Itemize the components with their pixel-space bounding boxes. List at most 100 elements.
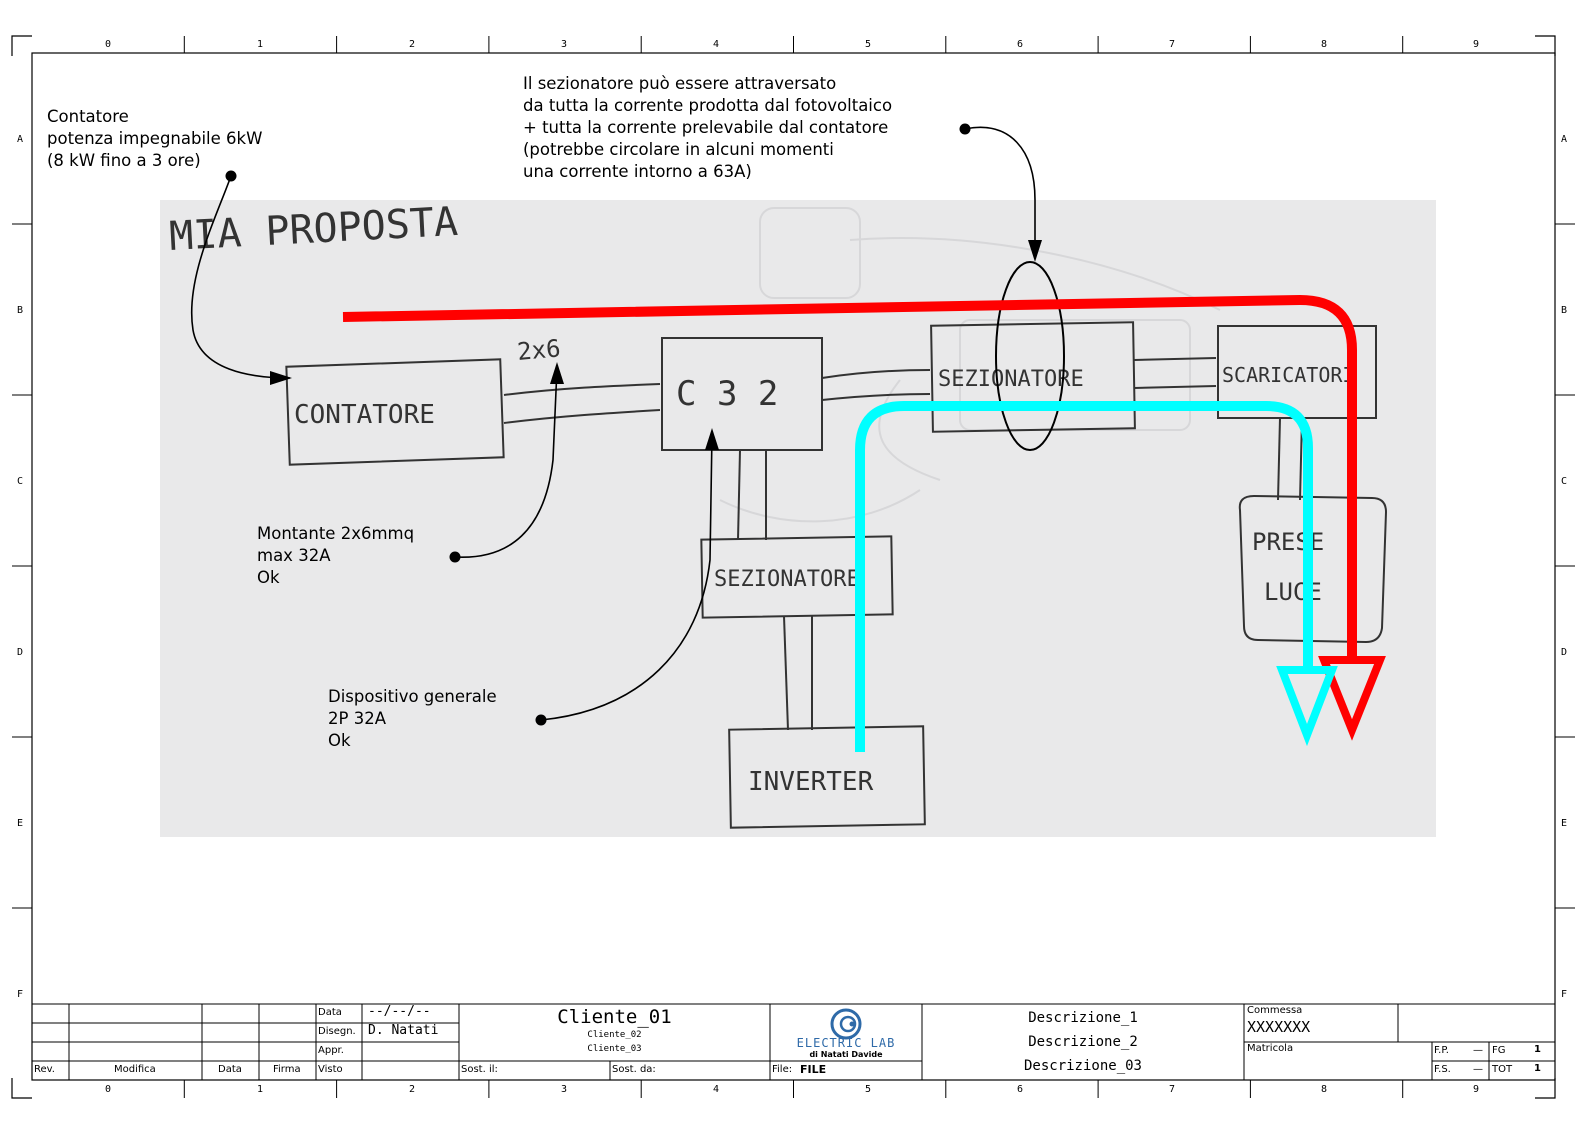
fg-value: 1 [1534, 1044, 1541, 1055]
note-line: + tutta la corrente prelevabile dal cont… [523, 118, 889, 137]
firma-header: Firma [273, 1064, 301, 1075]
c32-block [661, 337, 823, 451]
fs-value: — [1473, 1064, 1483, 1075]
red-flow-arrow-icon [1318, 656, 1386, 741]
c32-label: C 3 2 [676, 374, 778, 414]
row-label: D [17, 647, 24, 658]
note-line: max 32A [257, 546, 331, 565]
file-label: File: [772, 1064, 793, 1075]
row-label: F [1561, 989, 1568, 1000]
file-value: FILE [800, 1063, 827, 1076]
note-line: Dispositivo generale [328, 687, 497, 706]
note-line: una corrente intorno a 63A) [523, 162, 752, 181]
row-label: C [17, 476, 24, 487]
sketch-photo: MIA PROPOSTA CONTATORE 2x6 C 3 2 SEZIONA… [160, 200, 1436, 837]
logo-text: ELECTRIC LAB [797, 1036, 896, 1050]
fs-label: F.S. [1434, 1064, 1451, 1075]
note-line: Ok [257, 568, 280, 587]
row-label: C [1561, 476, 1568, 487]
sezionatore-highlight-ellipse [995, 261, 1065, 451]
note-line: Contatore [47, 107, 129, 126]
note-line: (8 kW fino a 3 ore) [47, 151, 201, 170]
row-label: A [1561, 134, 1568, 145]
tot-value: 1 [1534, 1063, 1541, 1074]
commessa-label: Commessa [1247, 1005, 1303, 1016]
client-3: Cliente_03 [587, 1044, 642, 1054]
data-header: Data [218, 1064, 242, 1075]
data-label: Data [318, 1007, 342, 1018]
descrizione-1: Descrizione_1 [1028, 1010, 1138, 1026]
row-label: E [1561, 818, 1568, 829]
data-value: --/--/-- [368, 1004, 431, 1019]
col-label: 5 [865, 39, 872, 50]
sezionatore-bottom-label: SEZIONATORE [714, 567, 860, 592]
note-line: (potrebbe circolare in alcuni momenti [523, 140, 834, 159]
col-label: 0 [105, 1084, 112, 1095]
col-label: 5 [865, 1084, 872, 1095]
note-line: da tutta la corrente prodotta dal fotovo… [523, 96, 893, 115]
col-label: 1 [257, 1084, 264, 1095]
col-label: 7 [1169, 39, 1176, 50]
sost-il-label: Sost. il: [461, 1064, 498, 1075]
luce-label: LUCE [1264, 578, 1322, 606]
rev-header: Rev. [34, 1064, 55, 1075]
dispositivo-note: Dispositivo generale 2P 32A Ok [328, 686, 497, 752]
client-main: Cliente_01 [557, 1006, 672, 1028]
col-label: 9 [1473, 1084, 1480, 1095]
col-label: 2 [409, 39, 416, 50]
col-label: 3 [561, 1084, 568, 1095]
montante-note: Montante 2x6mmq max 32A Ok [257, 523, 414, 589]
col-label: 9 [1473, 39, 1480, 50]
inverter-label: INVERTER [748, 767, 874, 797]
red-flow-line [342, 294, 1357, 658]
matricola-label: Matricola [1247, 1043, 1294, 1054]
col-label: 7 [1169, 1084, 1176, 1095]
col-label: 3 [561, 39, 568, 50]
fp-label: F.P. [1434, 1045, 1449, 1056]
fp-value: — [1473, 1045, 1483, 1056]
fg-label: FG [1492, 1045, 1506, 1056]
appr-label: Appr. [318, 1045, 344, 1056]
scaricatori-label: SCARICATORI [1222, 363, 1354, 387]
note-line: Ok [328, 731, 351, 750]
sezionatore-top-block [930, 321, 1136, 433]
col-label: 1 [257, 39, 264, 50]
descrizione-2: Descrizione_2 [1028, 1034, 1138, 1050]
row-label: A [17, 134, 24, 145]
col-label: 8 [1321, 1084, 1328, 1095]
sezionatore-note: Il sezionatore può essere attraversato d… [523, 73, 892, 183]
prese-luce-block [1238, 494, 1388, 644]
col-label: 6 [1017, 39, 1024, 50]
client-2: Cliente_02 [587, 1030, 642, 1040]
visto-label: Visto [318, 1064, 343, 1075]
col-label: 4 [713, 1084, 720, 1095]
row-label: B [1561, 305, 1568, 316]
contatore-note: Contatore potenza impegnabile 6kW (8 kW … [47, 106, 262, 172]
cyan-flow-arrow-icon [1276, 666, 1338, 747]
col-label: 0 [105, 39, 112, 50]
disegn-label: Disegn. [318, 1026, 356, 1037]
note-line: Il sezionatore può essere attraversato [523, 74, 837, 93]
col-label: 6 [1017, 1084, 1024, 1095]
note-line: Montante 2x6mmq [257, 524, 415, 543]
descrizione-3: Descrizione_03 [1023, 1058, 1142, 1074]
sketch-title: MIA PROPOSTA [168, 200, 459, 260]
row-label: D [1561, 647, 1568, 658]
row-label: F [17, 989, 24, 1000]
tot-label: TOT [1492, 1064, 1513, 1075]
logo-subtext: di Natati Davide [809, 1050, 883, 1059]
client-block: Cliente_01 Cliente_02 Cliente_03 [459, 1006, 770, 1056]
row-label: B [17, 305, 24, 316]
note-line: 2P 32A [328, 709, 386, 728]
modifica-header: Modifica [114, 1064, 156, 1075]
logo-icon: ELECTRIC LAB di Natati Davide [797, 1008, 896, 1059]
descrizioni-block: Descrizione_1 Descrizione_2 Descrizione_… [922, 1006, 1244, 1078]
prese-label: PRESE [1252, 528, 1324, 556]
sost-da-label: Sost. da: [612, 1064, 656, 1075]
disegn-value: D. Natati [368, 1023, 439, 1038]
contatore-label: CONTATORE [294, 400, 435, 430]
cyan-flow-line [855, 401, 1313, 752]
note-line: potenza impegnabile 6kW [47, 129, 263, 148]
wire-label: 2x6 [516, 334, 562, 366]
